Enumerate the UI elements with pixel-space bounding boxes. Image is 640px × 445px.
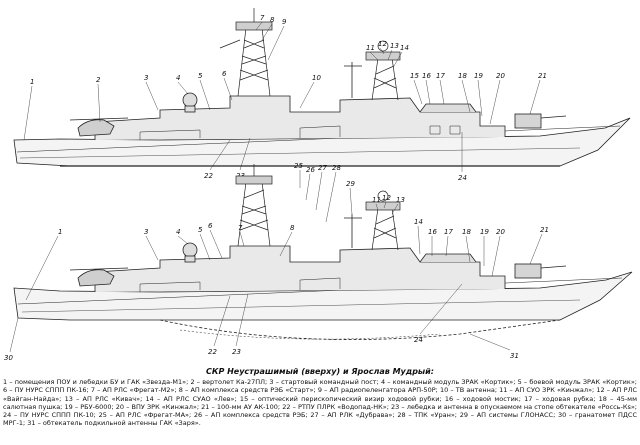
label: 11 (372, 196, 381, 204)
label: 5 (198, 226, 203, 234)
bottom-ship-main-mast (235, 164, 273, 247)
label: 16 (428, 228, 437, 236)
bottom-ship-gun (514, 263, 567, 279)
label: 6 (222, 70, 227, 78)
figure-caption: СКР Неустрашимый (вверху) и Ярослав Мудр… (206, 367, 434, 376)
label: 13 (396, 196, 405, 204)
label: 25 (294, 162, 303, 170)
label: 20 (496, 228, 505, 236)
label: 17 (436, 72, 445, 80)
top-ship-helicopter (77, 119, 115, 137)
label: 21 (540, 226, 549, 234)
label: 6 (208, 222, 213, 230)
label: 7 (238, 224, 243, 232)
label: 22 (204, 172, 213, 180)
ship-drawings: 1 2 3 4 5 6 7 8 9 10 11 12 13 14 15 16 1… (4, 8, 633, 362)
bottom-ship-radar-dome (182, 242, 198, 258)
label: 24 (414, 336, 423, 344)
label: 1 (30, 78, 34, 86)
label: 26 (306, 166, 315, 174)
bottom-ship (13, 164, 633, 340)
label: 19 (480, 228, 489, 236)
label: 23 (232, 348, 241, 356)
label: 17 (444, 228, 453, 236)
bottom-ship-callouts (9, 170, 543, 353)
top-ship-forward-mast (365, 40, 401, 101)
label: 4 (176, 74, 180, 82)
label: 14 (414, 218, 423, 226)
label: 18 (458, 72, 467, 80)
label: 2 (96, 76, 101, 84)
label: 13 (390, 42, 399, 50)
label: 30 (4, 354, 13, 362)
label: 31 (510, 352, 519, 360)
label: 16 (422, 72, 431, 80)
label: 22 (208, 348, 217, 356)
label: 3 (144, 228, 148, 236)
label: 29 (346, 180, 355, 188)
label: 20 (496, 72, 505, 80)
label: 10 (312, 74, 321, 82)
label: 14 (400, 44, 409, 52)
top-ship-callouts (23, 21, 541, 172)
bottom-ship-labels: 1 3 4 5 6 7 8 11 12 13 14 16 17 18 19 20… (4, 162, 549, 362)
label: 24 (458, 174, 467, 182)
label: 15 (410, 72, 419, 80)
figure-legend: 1 – помещения ПОУ и лебедки БУ и ГАК «Зв… (3, 378, 637, 428)
label: 8 (290, 224, 295, 232)
label: 3 (144, 74, 148, 82)
top-ship (13, 8, 631, 167)
legend-text: 1 – помещения ПОУ и лебедки БУ и ГАК «Зв… (3, 378, 637, 428)
top-ship-gun (514, 113, 567, 129)
bottom-ship-superstructure (94, 245, 506, 292)
bottom-ship-helicopter (77, 269, 115, 287)
label: 28 (332, 164, 341, 172)
bottom-ship-hull (13, 271, 633, 321)
bottom-ship-keel-dome (159, 319, 561, 340)
top-ship-radar-dome (182, 92, 198, 108)
label: 12 (382, 194, 391, 202)
label: 11 (366, 44, 375, 52)
label: 21 (538, 72, 547, 80)
label: 19 (474, 72, 483, 80)
label: 7 (260, 14, 265, 22)
label: 27 (318, 164, 327, 172)
label: 18 (462, 228, 471, 236)
top-ship-labels: 1 2 3 4 5 6 7 8 9 10 11 12 13 14 15 16 1… (30, 14, 547, 182)
label: 8 (270, 16, 275, 24)
top-ship-superstructure (94, 95, 506, 140)
label: 12 (378, 40, 387, 48)
bottom-ship-forward-mast (365, 190, 401, 251)
label: 1 (58, 228, 62, 236)
label: 4 (176, 228, 180, 236)
label: 5 (198, 72, 203, 80)
top-ship-main-mast (219, 8, 273, 97)
label: 9 (282, 18, 287, 26)
